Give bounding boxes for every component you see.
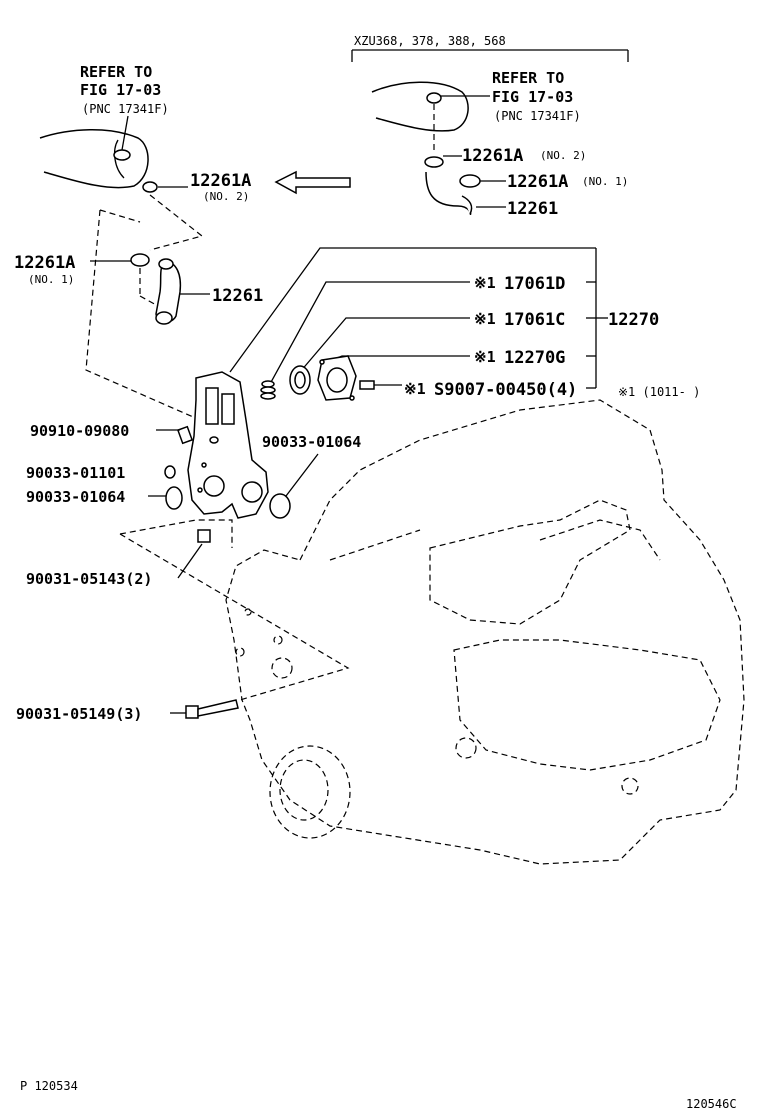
left-clamp-no1-sub: (NO. 1): [28, 273, 74, 286]
thermostat-gasket: [289, 365, 311, 395]
left-clamp-no2-label: 12261A: [190, 171, 251, 191]
label-17061d: 17061D: [504, 274, 565, 294]
variant-bracket: [351, 49, 629, 62]
right-hose-bypass: [425, 171, 506, 215]
left-clamp-no2: [142, 181, 188, 193]
refer-right-line2: FIG 17-03: [492, 88, 573, 106]
label-12270: 12270: [608, 310, 659, 330]
label-90033-01064-left: 90033-01064: [26, 488, 125, 506]
right-radiator-hose: [371, 81, 490, 152]
refer-left-line3: (PNC 17341F): [82, 102, 169, 116]
label-90031-05143: 90031-05143(2): [26, 570, 152, 588]
bolt-90031-05149: [119, 533, 350, 719]
label-12270g: 12270G: [504, 348, 565, 368]
refer-left-line1: REFER TO: [80, 63, 152, 81]
right-clamp-no1-sub: (NO. 1): [582, 175, 628, 188]
mark-17061d: ※1: [474, 274, 496, 292]
oring-90033-01064-right: [269, 453, 319, 519]
variant-label: XZU368, 378, 388, 568: [354, 34, 506, 48]
oring-90033-01101: [164, 465, 176, 479]
label-17061c: 17061C: [504, 310, 565, 330]
right-clamp-no2: [424, 155, 462, 168]
label-90910: 90910-09080: [30, 422, 129, 440]
label-90033-01064-right: 90033-01064: [262, 433, 361, 451]
bolt-s9007: [359, 380, 402, 390]
mark-s9007: ※1: [404, 380, 426, 398]
refer-right-line3: (PNC 17341F): [494, 109, 581, 123]
refer-right-line1: REFER TO: [492, 69, 564, 87]
label-s9007: S9007-00450(4): [434, 380, 577, 400]
plug-90910: [156, 425, 194, 445]
left-clamp-no2-sub: (NO. 2): [203, 190, 249, 203]
mark-12270g: ※1: [474, 348, 496, 366]
footnote-mark: ※1 (1011- ): [618, 385, 700, 399]
refer-left-line2: FIG 17-03: [80, 81, 161, 99]
right-hose-label: 12261: [507, 199, 558, 219]
footer-right-code: 120546C: [686, 1097, 737, 1111]
left-radiator-hose: [39, 115, 149, 189]
engine-block: [225, 399, 745, 865]
left-clamp-no1-label: 12261A: [14, 253, 75, 273]
oring-90033-01064-left: [148, 486, 183, 510]
reference-arrow: [274, 170, 351, 195]
right-clamp-no2-label: 12261A: [462, 146, 523, 166]
label-90031-05149: 90031-05149(3): [16, 705, 142, 723]
label-90033-01101: 90033-01101: [26, 464, 125, 482]
footer-left-code: P 120534: [20, 1079, 78, 1093]
right-clamp-no1-label: 12261A: [507, 172, 568, 192]
left-hose-assembly: [85, 194, 210, 421]
right-clamp-no2-sub: (NO. 2): [540, 149, 586, 162]
thermostat-cover: [317, 355, 357, 401]
left-hose-label: 12261: [212, 286, 263, 306]
water-inlet-housing: [187, 371, 269, 519]
bolt-90031-05143: [119, 519, 233, 579]
mark-17061c: ※1: [474, 310, 496, 328]
thermostat-spring: [260, 380, 276, 400]
